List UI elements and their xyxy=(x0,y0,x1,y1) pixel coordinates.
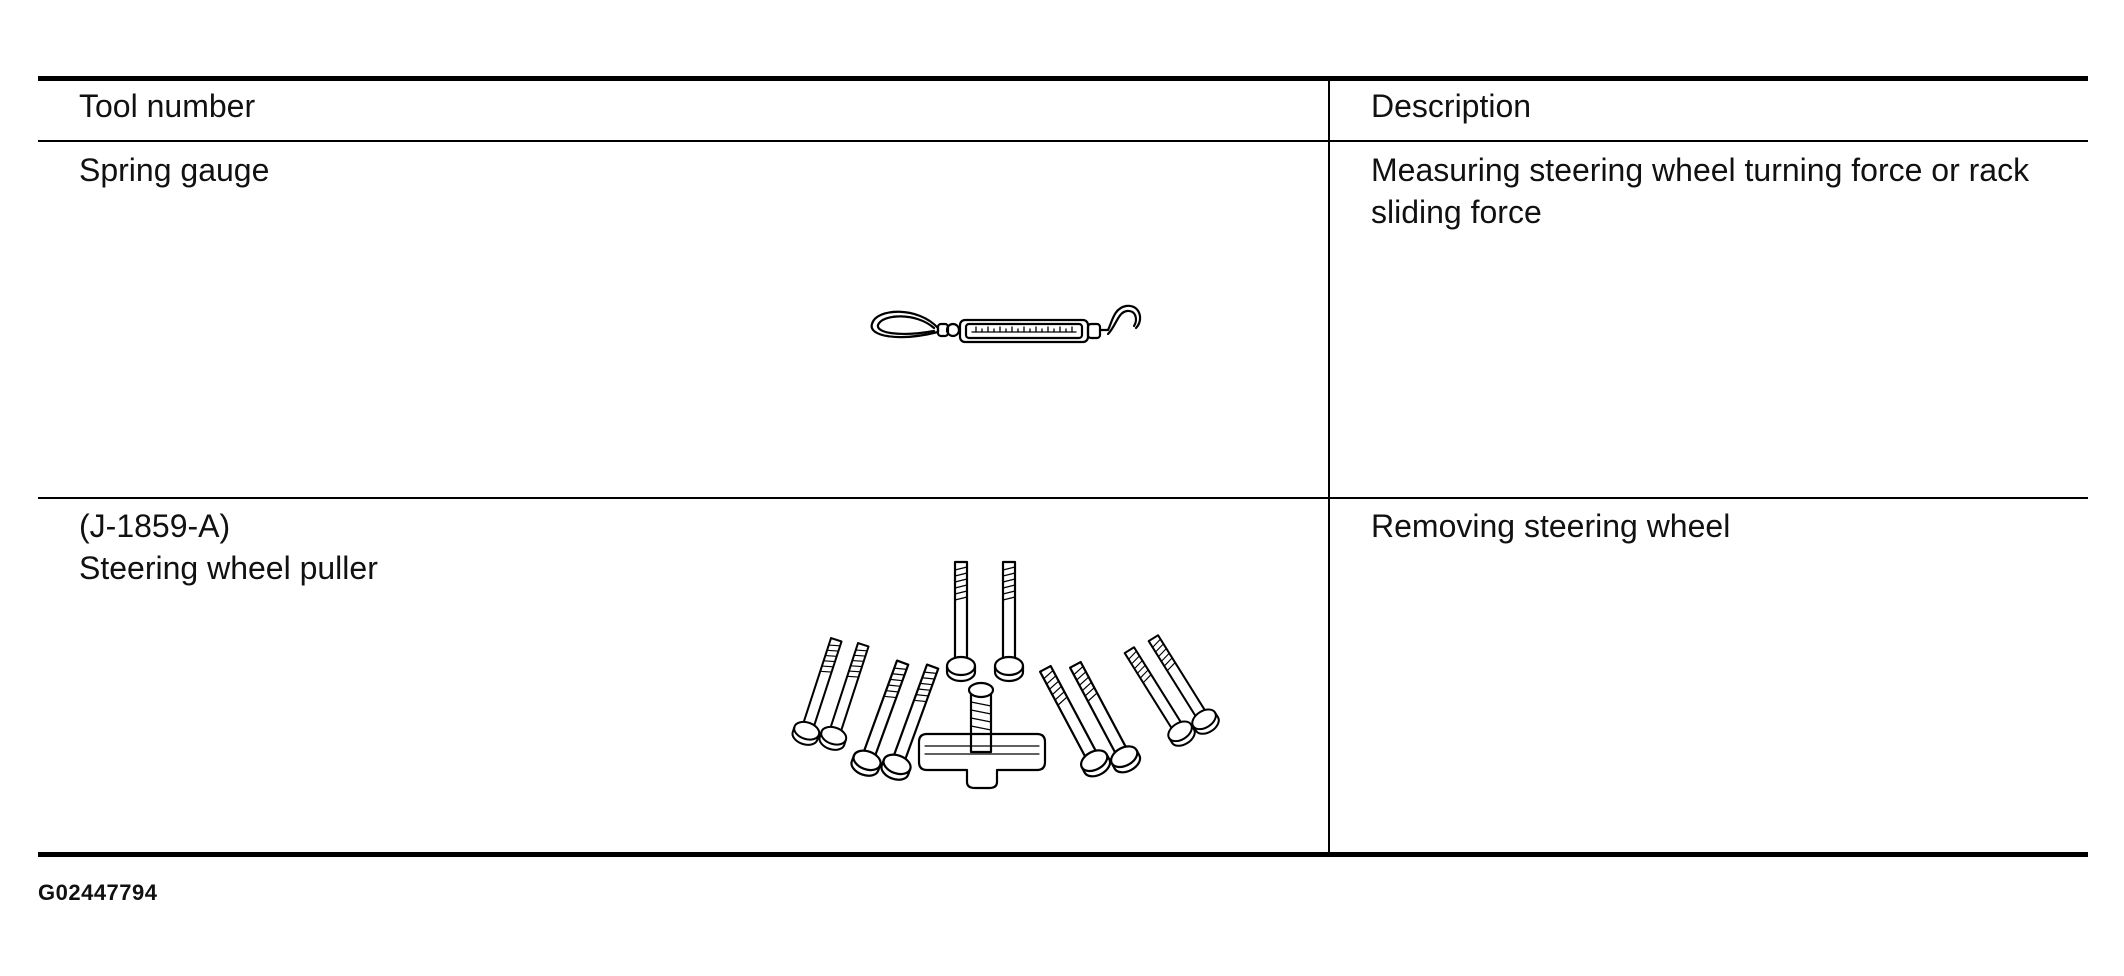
tool-name: Spring gauge xyxy=(79,152,270,188)
header-description: Description xyxy=(1371,88,1532,124)
tool-description: Removing steering wheel xyxy=(1371,508,1731,544)
figure-code: G02447794 xyxy=(38,880,158,905)
header-rule xyxy=(38,140,2088,142)
table-top-rule xyxy=(38,76,2088,81)
row-divider xyxy=(38,497,2088,499)
tool-description: Measuring steering wheel turning force o… xyxy=(1371,152,2030,230)
steering-wheel-puller-icon xyxy=(789,560,1224,790)
header-tool-number: Tool number xyxy=(79,88,256,124)
table-bottom-rule xyxy=(38,852,2088,857)
column-divider xyxy=(1328,80,1330,855)
tool-name: Steering wheel puller xyxy=(79,550,378,586)
tool-number: (J-1859-A) xyxy=(79,508,231,544)
spring-gauge-icon xyxy=(870,304,1142,344)
